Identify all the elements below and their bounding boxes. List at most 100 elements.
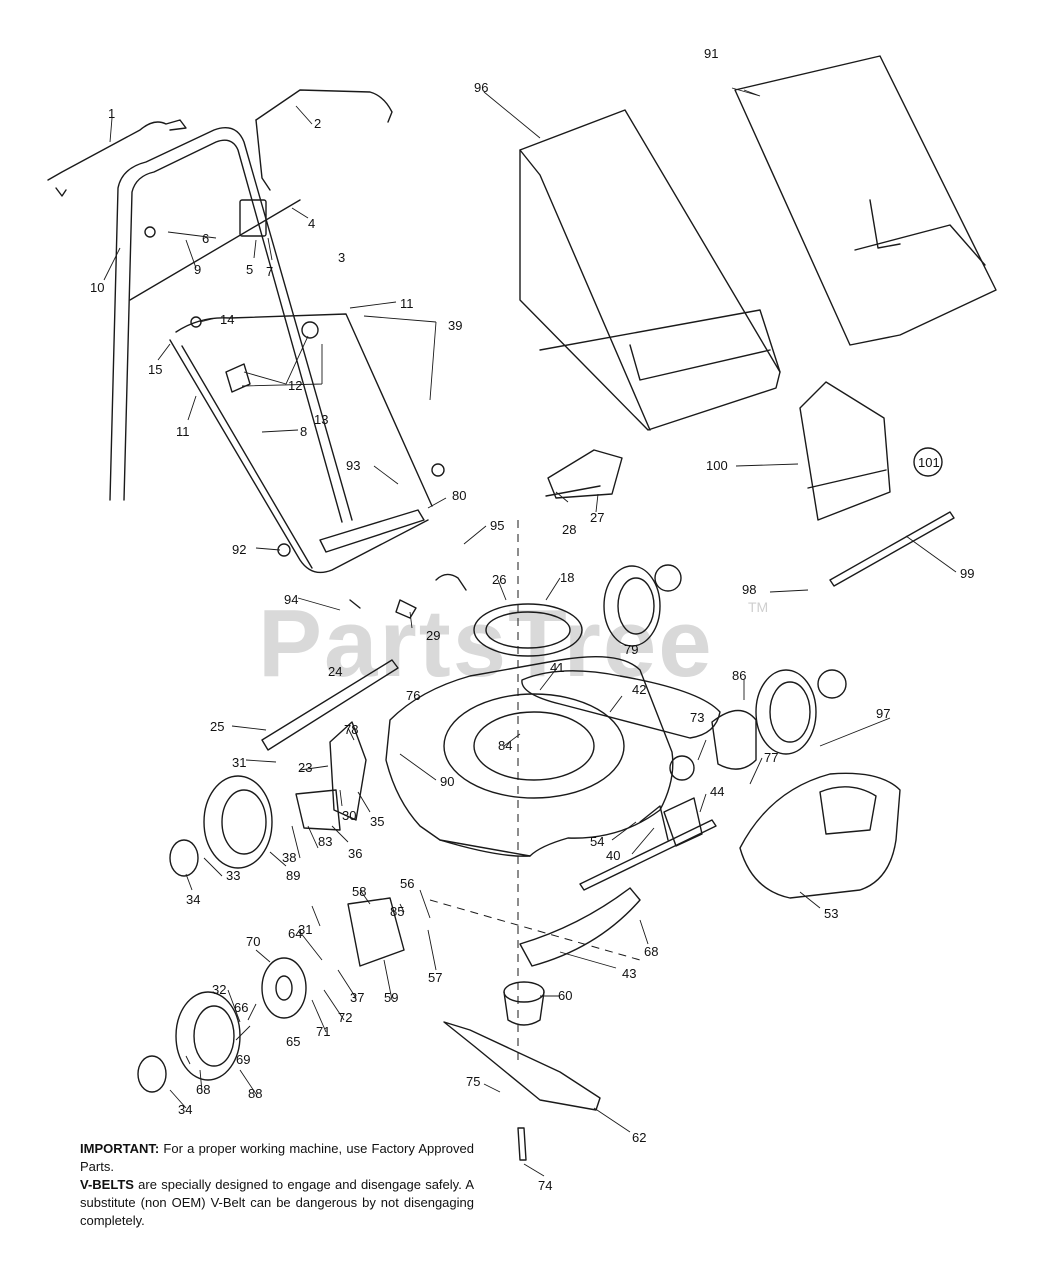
callout-27: 27 xyxy=(590,510,604,525)
callout-95: 95 xyxy=(490,518,504,533)
gear-case-73 xyxy=(669,709,757,781)
callout-74: 74 xyxy=(538,1178,552,1193)
wheel-front-right xyxy=(603,565,661,647)
wheel-rear-right xyxy=(755,669,817,755)
callout-96: 96 xyxy=(474,80,488,95)
mower-deck-76 xyxy=(385,656,674,857)
wheel-cap-right-front xyxy=(654,564,682,592)
wheel-front-left xyxy=(203,775,273,869)
callout-78: 78 xyxy=(344,722,358,737)
callout-12: 12 xyxy=(288,378,302,393)
callout-15: 15 xyxy=(148,362,162,377)
vbelts-label: V-BELTS xyxy=(80,1177,134,1192)
callout-39: 39 xyxy=(448,318,462,333)
callout-31b: 31 xyxy=(298,922,312,937)
callout-101: 101 xyxy=(918,455,940,470)
callout-11a: 11 xyxy=(400,296,414,311)
callout-91: 91 xyxy=(704,46,718,61)
gear-70 xyxy=(261,957,307,1019)
callout-88: 88 xyxy=(248,1086,262,1101)
callout-66: 66 xyxy=(234,1000,248,1015)
callout-73: 73 xyxy=(690,710,704,725)
callout-24: 24 xyxy=(328,664,342,679)
callout-94: 94 xyxy=(284,592,298,607)
pulley-60 xyxy=(503,981,545,1026)
callout-6: 6 xyxy=(202,231,209,246)
callout-77: 77 xyxy=(764,750,778,765)
callout-100: 100 xyxy=(706,458,728,473)
callout-93: 93 xyxy=(346,458,360,473)
wheel-cap-right-rear xyxy=(817,669,847,699)
wheel-rear-left xyxy=(175,991,241,1081)
callout-40: 40 xyxy=(606,848,620,863)
callout-7: 7 xyxy=(266,264,273,279)
callout-65: 65 xyxy=(286,1034,300,1049)
callout-98: 98 xyxy=(742,582,756,597)
callout-42: 42 xyxy=(632,682,646,697)
important-paragraph: IMPORTANT: For a proper working machine,… xyxy=(80,1140,474,1176)
callout-80: 80 xyxy=(452,488,466,503)
callout-90: 90 xyxy=(440,774,454,789)
callout-69: 69 xyxy=(236,1052,250,1067)
callout-62: 62 xyxy=(632,1130,646,1145)
blade-62 xyxy=(443,1021,601,1111)
callout-70: 70 xyxy=(246,934,260,949)
callout-71: 71 xyxy=(316,1024,330,1039)
callout-38: 38 xyxy=(282,850,296,865)
callout-89: 89 xyxy=(286,868,300,883)
callout-84: 84 xyxy=(498,738,512,753)
chute-door-27 xyxy=(545,449,623,499)
callout-97: 97 xyxy=(876,706,890,721)
callout-14: 14 xyxy=(220,312,234,327)
callout-41: 41 xyxy=(550,660,564,675)
callout-99: 99 xyxy=(960,566,974,581)
callout-37: 37 xyxy=(350,990,364,1005)
vbelts-text: are specially designed to engage and dis… xyxy=(80,1177,474,1228)
watermark-tm: TM xyxy=(748,599,768,615)
callout-79: 79 xyxy=(624,642,638,657)
callout-32: 32 xyxy=(212,982,226,997)
important-note: IMPORTANT: For a proper working machine,… xyxy=(80,1140,474,1230)
upper-handle xyxy=(109,127,353,523)
grass-bag-cover-91 xyxy=(734,55,997,346)
callout-2: 2 xyxy=(314,116,321,131)
discharge-ring-18 xyxy=(473,603,583,657)
callout-54: 54 xyxy=(590,834,604,849)
callout-92: 92 xyxy=(232,542,246,557)
callout-30: 30 xyxy=(342,808,356,823)
callout-9: 9 xyxy=(194,262,201,277)
wheel-cap-34a xyxy=(169,839,199,877)
handle-hardware xyxy=(144,199,467,619)
callout-3: 3 xyxy=(338,250,345,265)
important-text: For a proper working machine, use Factor… xyxy=(80,1141,474,1174)
callout-86: 86 xyxy=(732,668,746,683)
lower-handle xyxy=(169,313,433,574)
callout-53: 53 xyxy=(824,906,838,921)
pivot-bracket-44 xyxy=(639,797,703,847)
height-adjuster-left xyxy=(295,721,367,831)
vbelts-paragraph: V-BELTS are specially designed to engage… xyxy=(80,1176,474,1230)
wheel-cap-34b xyxy=(137,1055,167,1093)
callout-11b: 11 xyxy=(176,424,190,439)
callout-5: 5 xyxy=(246,262,253,277)
callout-10: 10 xyxy=(90,280,104,295)
axle-centerline xyxy=(429,899,641,961)
callout-34b: 34 xyxy=(178,1102,192,1117)
leader-lines xyxy=(103,87,957,1177)
blade-bolt-74 xyxy=(517,1127,527,1161)
rod-99 xyxy=(829,511,955,587)
callout-31a: 31 xyxy=(232,755,246,770)
callout-25: 25 xyxy=(210,719,224,734)
callout-34a: 34 xyxy=(186,892,200,907)
callout-72: 72 xyxy=(338,1010,352,1025)
rear-guard-53 xyxy=(739,772,901,899)
callout-23: 23 xyxy=(298,760,312,775)
callout-60: 60 xyxy=(558,988,572,1003)
callout-83: 83 xyxy=(318,834,332,849)
axle-rod-40 xyxy=(579,819,717,891)
callout-68a: 68 xyxy=(644,944,658,959)
callout-13: 13 xyxy=(314,412,328,427)
callout-76: 76 xyxy=(406,688,420,703)
callout-29: 29 xyxy=(426,628,440,643)
